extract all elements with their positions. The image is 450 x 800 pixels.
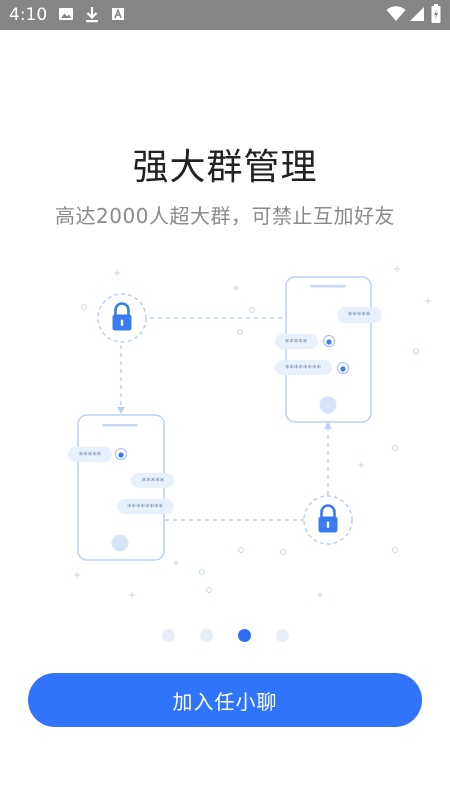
chat-mask: ******** [127,503,164,513]
chat-mask: ***** [348,311,371,321]
wifi-icon [386,6,406,21]
chat-mask: ***** [142,477,165,487]
join-button[interactable]: 加入任小聊 [28,673,422,727]
lock-icon [112,302,132,331]
page-dot-active[interactable] [237,629,251,642]
page-indicator [0,629,450,645]
chat-mask: ***** [79,451,102,461]
page-dot[interactable] [275,629,289,642]
battery-icon [431,4,441,23]
chat-mask: ******** [285,364,322,374]
download-icon [86,7,98,23]
page-dot[interactable] [199,629,213,642]
page-dot[interactable] [161,629,175,642]
group-management-illustration: ***** ***** ******** ***** ***** *******… [68,266,431,598]
dashed-connectors [120,317,329,521]
decorative-sparkles [74,266,431,598]
phone-bottom-left: ***** ***** ******** [68,414,174,561]
join-button-label: 加入任小聊 [172,689,278,714]
chat-mask: ***** [285,338,308,348]
lock-badge-bottom [303,495,353,545]
phone-top-right: ***** ***** ******** [275,276,382,423]
page-subtitle: 高达2000人超大群，可禁止互加好友 [55,204,395,228]
font-icon [112,7,124,20]
signal-icon [410,7,424,21]
status-bar: 4:10 [0,0,450,30]
page-title: 强大群管理 [132,147,318,188]
status-time: 4:10 [9,5,48,25]
arrow-down-icon [117,407,125,414]
lock-badge-top [97,293,147,343]
arrow-up-icon [324,422,332,429]
image-icon [59,8,73,20]
lock-icon [318,504,338,533]
